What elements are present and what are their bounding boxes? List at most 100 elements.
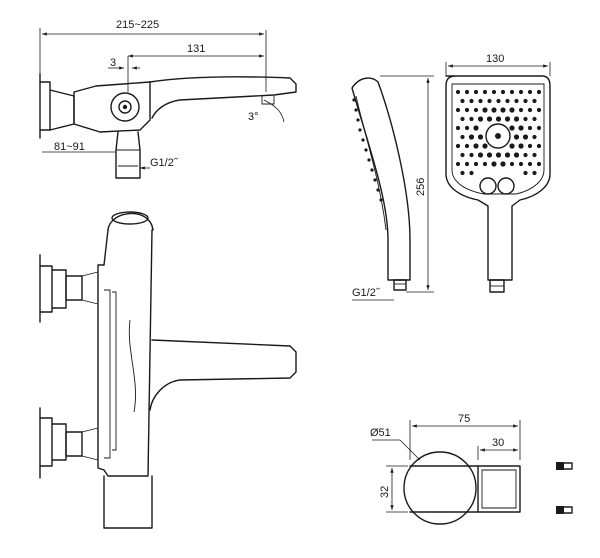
spray-nozzle [518, 143, 524, 149]
dim-spout-reach: 131 [187, 43, 205, 55]
spray-nozzle [505, 98, 510, 104]
spray-nozzle [513, 152, 520, 158]
spray-nozzle [460, 152, 465, 158]
spray-nozzle [504, 116, 511, 122]
spray-nozzle [482, 107, 488, 113]
spray-nozzle [496, 98, 501, 104]
spray-nozzle [518, 89, 524, 95]
dim-overall-length: 215~225 [116, 19, 159, 31]
spray-nozzle [509, 161, 515, 167]
spray-nozzle [482, 161, 488, 167]
spray-nozzle [527, 143, 533, 149]
spray-nozzle [518, 107, 524, 113]
spray-nozzle [478, 98, 483, 104]
spray-nozzle [464, 143, 470, 149]
spray-nozzle [455, 89, 461, 95]
spray-nozzle [491, 107, 497, 113]
spray-nozzle [536, 107, 542, 113]
spray-nozzle [536, 125, 542, 131]
spray-nozzle [487, 98, 492, 104]
dim-head-width: 130 [486, 53, 504, 65]
mixer-side-view [39, 28, 297, 179]
spray-nozzle [514, 98, 519, 104]
spray-nozzle [460, 170, 465, 176]
spray-nozzle [460, 98, 465, 104]
hand-shower-side-view [351, 75, 434, 301]
spray-nozzle [477, 116, 484, 122]
spray-nozzle [477, 152, 484, 158]
spray-nozzle [469, 98, 474, 104]
spray-nozzle [491, 89, 497, 95]
spray-nozzle [482, 143, 488, 149]
hand-shower-front-view [445, 62, 551, 293]
mixer-front-view [39, 211, 297, 529]
dim-handle-thread: G1/2˝ [352, 287, 381, 299]
spray-nozzle [455, 161, 461, 167]
spray-nozzle [532, 116, 537, 122]
dim-shower-length: 256 [415, 178, 427, 196]
spray-nozzle [522, 134, 529, 140]
spray-nozzle [536, 143, 542, 149]
spray-nozzle [460, 116, 465, 122]
spray-nozzle [509, 125, 515, 131]
spray-nozzle [455, 107, 461, 113]
spray-nozzle [523, 116, 528, 122]
spray-nozzle [500, 161, 506, 167]
spray-nozzle [527, 161, 533, 167]
spray-nozzle [500, 107, 506, 113]
spray-nozzle [527, 107, 533, 113]
dim-holder-height: 32 [379, 486, 391, 498]
spray-nozzle [469, 152, 474, 158]
dim-holder-diameter: Ø51 [370, 427, 391, 439]
wall-holder-view [372, 420, 573, 525]
spray-nozzle [486, 152, 493, 158]
spray-nozzle [509, 89, 515, 95]
dim-inlet-thread: G1/2˝ [150, 157, 179, 169]
dim-spout-angle: 3° [248, 111, 259, 123]
spray-nozzle [513, 134, 520, 140]
spray-nozzle [455, 143, 461, 149]
spray-nozzle [513, 116, 520, 122]
dim-centers: 81~91 [54, 141, 85, 153]
spray-nozzle [532, 170, 537, 176]
spray-nozzle [491, 161, 497, 167]
spray-nozzle [464, 89, 470, 95]
spray-nozzle [482, 89, 488, 95]
spray-nozzle [500, 89, 506, 95]
spray-nozzle [473, 89, 479, 95]
spray-nozzle [464, 125, 470, 131]
spray-nozzle [464, 161, 470, 167]
dim-holder-depth: 30 [492, 437, 504, 449]
spray-nozzle [509, 107, 515, 113]
spray-nozzle [527, 125, 533, 131]
spray-nozzle [473, 125, 479, 131]
spray-nozzle [468, 134, 475, 140]
spray-nozzle [509, 143, 515, 149]
spray-nozzle [536, 161, 542, 167]
spray-nozzle-grid [455, 89, 542, 176]
spray-nozzle [523, 152, 528, 158]
spray-nozzle [523, 170, 528, 176]
spray-nozzle [473, 143, 479, 149]
spray-nozzle [486, 116, 493, 122]
spray-nozzle [464, 107, 470, 113]
spray-nozzle [460, 134, 465, 140]
spray-nozzle [473, 161, 479, 167]
spray-nozzle [455, 125, 461, 131]
dim-holder-length: 75 [458, 413, 470, 425]
spray-nozzle [523, 98, 528, 104]
spray-nozzle [518, 125, 524, 131]
spray-nozzle [504, 152, 511, 158]
spray-nozzle [532, 134, 537, 140]
spray-nozzle [532, 152, 537, 158]
dim-spout-offset: 3 [110, 57, 116, 69]
spray-nozzle [532, 98, 537, 104]
spray-nozzle [469, 170, 474, 176]
spray-nozzle [527, 89, 533, 95]
spray-nozzle [536, 89, 542, 95]
spray-nozzle [518, 161, 524, 167]
spray-nozzle [473, 107, 479, 113]
spray-nozzle [469, 116, 474, 122]
spray-nozzle [477, 134, 484, 140]
